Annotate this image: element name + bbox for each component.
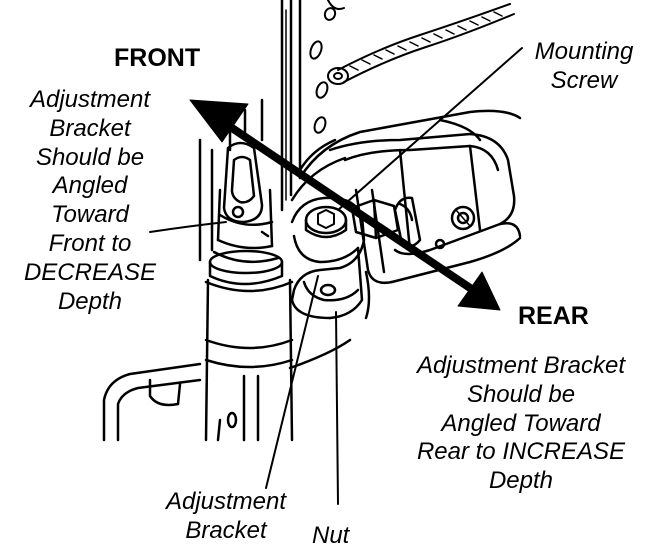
rear-note: Adjustment Bracket Should be Angled Towa… [396,352,646,496]
adjustment-bracket-line: Bracket [185,516,267,544]
adjustment-bracket-label: Adjustment Bracket [146,488,306,546]
front-note-line: Front to [48,229,132,257]
plate-holes [309,0,345,134]
front-note-line: DECREASE [23,258,157,286]
leader-lines [149,47,523,505]
front-note-line: Toward [51,201,129,229]
mounting-screw-label: Mounting Screw [520,38,648,96]
front-label: FRONT [114,44,201,72]
nut-label: Nut [312,522,350,549]
rear-label: REAR [518,302,589,330]
mounting-screw-line: Mounting [534,38,634,65]
adjustment-bracket [290,196,371,320]
main-post [102,278,352,442]
front-note-line: Should be [35,143,145,171]
adjustment-bracket-line: Adjustment [165,488,287,515]
front-note-line: Bracket [49,114,131,142]
back-tube [290,109,522,202]
mounting-screw [304,205,348,239]
chain [327,3,515,85]
front-note-line: Angled [52,172,128,200]
rear-note-line: Angled Toward [441,409,601,437]
front-note-line: Depth [57,287,123,315]
bolt-head [350,198,414,240]
rear-note-line: Should be [466,380,576,408]
front-note-line: Adjustment [29,86,151,113]
mounting-screw-line: Screw [550,66,618,94]
direction-arrow [189,99,501,311]
release-pin [208,141,284,286]
rear-note-line: Adjustment Bracket [416,352,626,379]
front-note: Adjustment Bracket Should be Angled Towa… [10,86,170,316]
rear-note-line: Rear to INCREASE [416,438,626,466]
rear-note-line: Depth [488,467,554,495]
